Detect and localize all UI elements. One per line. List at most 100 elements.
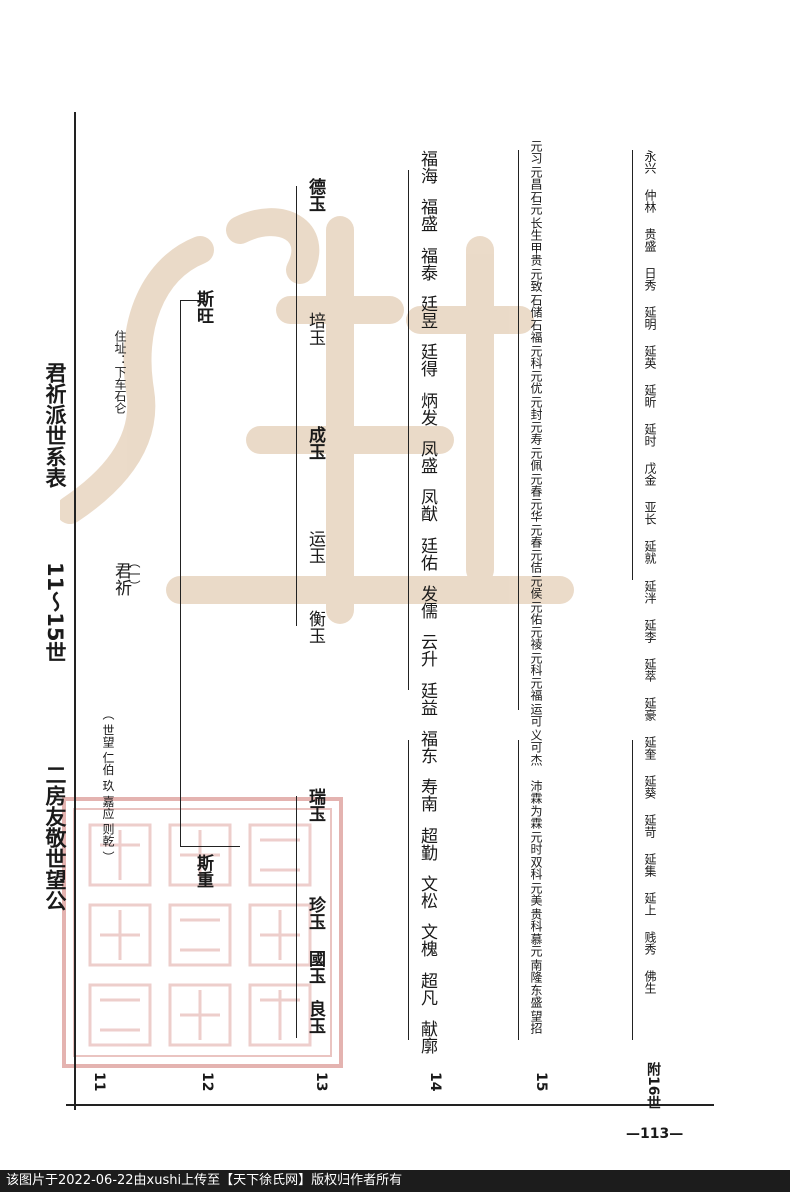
gen15-person-27: 石福 bbox=[529, 319, 543, 343]
gen13-person-2: 珍玉 bbox=[305, 896, 325, 930]
gen16-person-15: 延昕 bbox=[643, 384, 657, 408]
gen16-person-4: 延苛 bbox=[643, 814, 657, 838]
gen15-person-5: 元美 bbox=[529, 882, 543, 906]
gen16-person-5: 延葵 bbox=[643, 775, 657, 799]
gen16-person-0: 佛生 bbox=[643, 970, 657, 994]
gen13-person-6: 成玉 bbox=[305, 426, 325, 460]
gen15-person-25: 元优 bbox=[529, 370, 543, 394]
gen13-person-4: 衡玉 bbox=[305, 610, 325, 644]
frame-line-bottom bbox=[66, 1104, 714, 1106]
gen14-person-1: 超凡 bbox=[417, 972, 437, 1006]
gen16-person-6: 延奎 bbox=[643, 736, 657, 760]
gen15-person-4: 贵科 bbox=[529, 908, 543, 932]
gen15-person-24: 元封 bbox=[529, 396, 543, 420]
gen13-person-3: 瑞玉 bbox=[305, 788, 325, 822]
generation-label-11: 11 bbox=[91, 1072, 107, 1092]
gen16-person-20: 仲林 bbox=[643, 189, 657, 213]
gen15-person-29: 元致 bbox=[529, 268, 543, 292]
gen15-person-7: 元时 bbox=[529, 831, 543, 855]
gen14-person-13: 炳发 bbox=[417, 392, 437, 426]
gen13-person-5: 运玉 bbox=[305, 530, 325, 564]
gen15-person-8: 为霖 bbox=[529, 805, 543, 829]
gen14-person-14: 廷得 bbox=[417, 343, 437, 377]
tree-line-gen13-trunk-a bbox=[296, 796, 297, 1038]
gen15-person-32: 石元 bbox=[529, 191, 543, 215]
branch-title: 二房友敬世望公 bbox=[43, 764, 67, 911]
tree-line-gen11-trunk bbox=[180, 300, 181, 846]
gen15-person-26: 元科 bbox=[529, 345, 543, 369]
gen15-person-16: 元佑 bbox=[529, 601, 543, 625]
gen14-person-3: 文松 bbox=[417, 875, 437, 909]
gen16-person-11: 延就 bbox=[643, 540, 657, 564]
gen15-person-22: 元佩 bbox=[529, 447, 543, 471]
gen14-person-11: 凤猷 bbox=[417, 488, 437, 522]
residence-note: 住址：下车石仑 bbox=[113, 330, 127, 414]
gen16-person-17: 延明 bbox=[643, 306, 657, 330]
gen13-person-1: 國玉 bbox=[305, 950, 325, 984]
gen14-person-18: 福海 bbox=[417, 150, 437, 184]
gen15-person-20: 元华 bbox=[529, 498, 543, 522]
ancestor-mark: （一） bbox=[127, 556, 141, 592]
gen15-person-28: 石储 bbox=[529, 294, 543, 318]
gen15-person-2: 南隆 bbox=[529, 959, 543, 983]
gen15-person-30: 甲贵 bbox=[529, 242, 543, 266]
gen15-person-14: 元科 bbox=[529, 652, 543, 676]
gen15-person-34: 元习 bbox=[529, 140, 543, 164]
bracket-note: （ 世望 仁伯 玖 嘉应 则乾 ） bbox=[101, 708, 115, 863]
page-number: —113— bbox=[626, 1126, 684, 1142]
gen15-person-10: 杰 bbox=[529, 754, 543, 766]
gen14-person-2: 文槐 bbox=[417, 923, 437, 957]
gen16-person-3: 延集 bbox=[643, 853, 657, 877]
gen15-person-31: 长生 bbox=[529, 217, 543, 241]
lineage-title: 君祈派世系表 bbox=[43, 362, 67, 488]
gen14-person-5: 寿南 bbox=[417, 778, 437, 812]
frame-line-top bbox=[74, 112, 76, 1110]
gen16-person-16: 延英 bbox=[643, 345, 657, 369]
tree-line-gen14-trunk-a bbox=[408, 740, 409, 1040]
gen14-person-17: 福盛 bbox=[417, 198, 437, 232]
gen16-person-10: 延泮 bbox=[643, 580, 657, 604]
gen15-person-17: 元侯 bbox=[529, 575, 543, 599]
gen16-person-18: 日秀 bbox=[643, 267, 657, 291]
generation-label-16: 附16世 bbox=[645, 1062, 661, 1110]
gen15-person-1: 东盛 bbox=[529, 984, 543, 1008]
gen14-person-4: 超勤 bbox=[417, 827, 437, 861]
gen16-person-2: 延上 bbox=[643, 892, 657, 916]
gen15-person-9: 沛霖 bbox=[529, 780, 543, 804]
gen15-person-3: 慕元 bbox=[529, 933, 543, 957]
gen15-person-11: 义可 bbox=[529, 729, 543, 753]
gen13-person-0: 良玉 bbox=[305, 1000, 325, 1034]
gen14-person-8: 云升 bbox=[417, 633, 437, 667]
gen15-person-15: 元祾 bbox=[529, 626, 543, 650]
ancestor-name: 君祈 bbox=[111, 562, 131, 596]
gen15-person-33: 元昌 bbox=[529, 166, 543, 190]
gen13-person-7: 培玉 bbox=[305, 312, 325, 346]
gen15-person-21: 元春 bbox=[529, 473, 543, 497]
gen16-person-19: 贵盛 bbox=[643, 228, 657, 252]
gen15-person-18: 元佶 bbox=[529, 549, 543, 573]
gen15-person-12: 运可 bbox=[529, 703, 543, 727]
gen12-person-0: 斯重 bbox=[193, 854, 213, 888]
gen14-person-12: 凤盛 bbox=[417, 440, 437, 474]
generation-label-12: 12 bbox=[199, 1072, 215, 1092]
tree-line-gen16-trunk-a bbox=[632, 740, 633, 1040]
generation-range: 11～15世 bbox=[43, 562, 67, 663]
gen16-person-7: 延豪 bbox=[643, 697, 657, 721]
gen16-person-13: 戊金 bbox=[643, 462, 657, 486]
generation-label-13: 13 bbox=[313, 1072, 329, 1092]
gen13-person-8: 德玉 bbox=[305, 178, 325, 212]
gen16-person-1: 贱秀 bbox=[643, 931, 657, 955]
gen15-person-0: 望招 bbox=[529, 1010, 543, 1034]
tree-line-gen14-trunk-b bbox=[408, 170, 409, 690]
gen16-person-9: 延李 bbox=[643, 619, 657, 643]
gen15-person-13: 元福 bbox=[529, 677, 543, 701]
gen14-person-9: 发儒 bbox=[417, 585, 437, 619]
gen14-person-16: 福泰 bbox=[417, 247, 437, 281]
tree-line-gen13-trunk-b bbox=[296, 186, 297, 626]
generation-label-14: 14 bbox=[427, 1072, 443, 1092]
gen14-person-10: 廷佑 bbox=[417, 537, 437, 571]
gen16-person-14: 延时 bbox=[643, 423, 657, 447]
gen16-person-8: 延萃 bbox=[643, 658, 657, 682]
tree-line-gen16-trunk-b bbox=[632, 150, 633, 580]
gen15-person-19: 元春 bbox=[529, 524, 543, 548]
